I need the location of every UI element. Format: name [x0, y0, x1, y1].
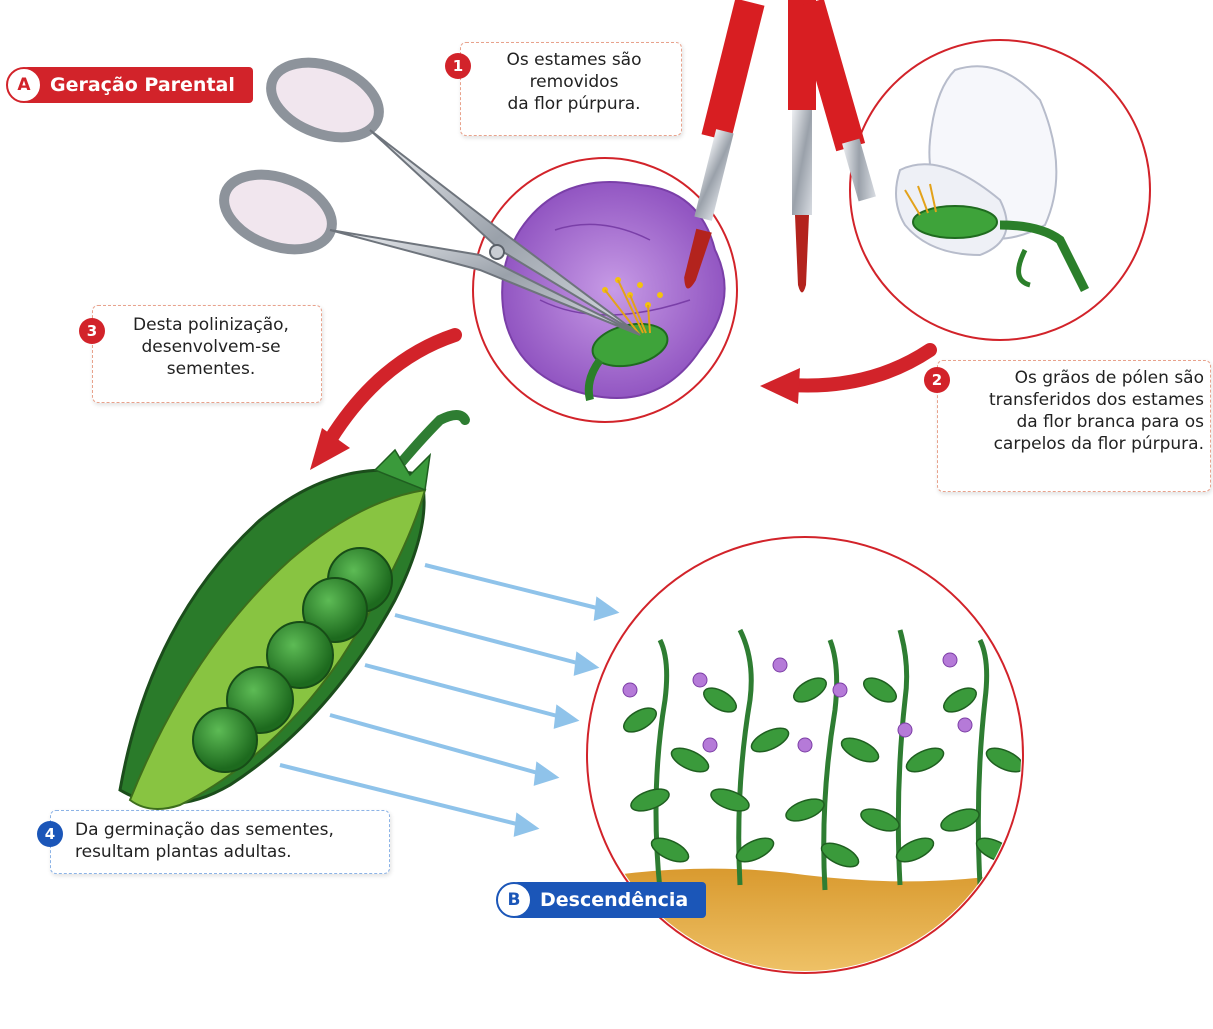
step-1-line-1: Os estames são — [477, 49, 671, 71]
step-2-line-2: transferidos dos estames — [954, 389, 1204, 411]
label-text-parental: Geração Parental — [50, 74, 235, 96]
step-2-callout: 2 Os grãos de pólen são transferidos dos… — [937, 360, 1211, 492]
parental-generation-label: A Geração Parental — [10, 67, 253, 103]
step-number-4: 4 — [37, 821, 63, 847]
step-1-line-3: da flor púrpura. — [477, 93, 671, 115]
pea-pod-icon — [120, 415, 465, 809]
step-1-callout: 1 Os estames são removidos da flor púrpu… — [460, 42, 682, 136]
seed-arrow — [310, 335, 455, 470]
step-number-3: 3 — [79, 318, 105, 344]
purple-flower-icon — [473, 158, 737, 422]
step-1-line-2: removidos — [477, 71, 671, 93]
step-number-1: 1 — [445, 53, 471, 79]
step-3-line-2: desenvolvem-se — [109, 336, 313, 358]
step-number-2: 2 — [924, 367, 950, 393]
step-4-line-1: Da germinação das sementes, — [75, 819, 381, 841]
pea-plants-icon — [580, 537, 1030, 990]
step-2-line-1: Os grãos de pólen são — [954, 367, 1204, 389]
step-4-line-2: resultam plantas adultas. — [75, 841, 381, 863]
offspring-label: B Descendência — [500, 882, 706, 918]
white-flower-icon — [850, 40, 1150, 340]
step-3-line-1: Desta polinização, — [109, 314, 313, 336]
label-letter-b: B — [496, 882, 532, 918]
transfer-arrow — [760, 350, 930, 404]
step-3-line-3: sementes. — [109, 358, 313, 380]
label-letter-a: A — [6, 67, 42, 103]
step-3-callout: 3 Desta polinização, desenvolvem-se seme… — [92, 305, 322, 403]
step-2-line-3: da flor branca para os — [954, 411, 1204, 433]
label-text-offspring: Descendência — [540, 889, 688, 911]
step-4-callout: 4 Da germinação das sementes, resultam p… — [50, 810, 390, 874]
step-2-line-4: carpelos da flor púrpura. — [954, 433, 1204, 455]
